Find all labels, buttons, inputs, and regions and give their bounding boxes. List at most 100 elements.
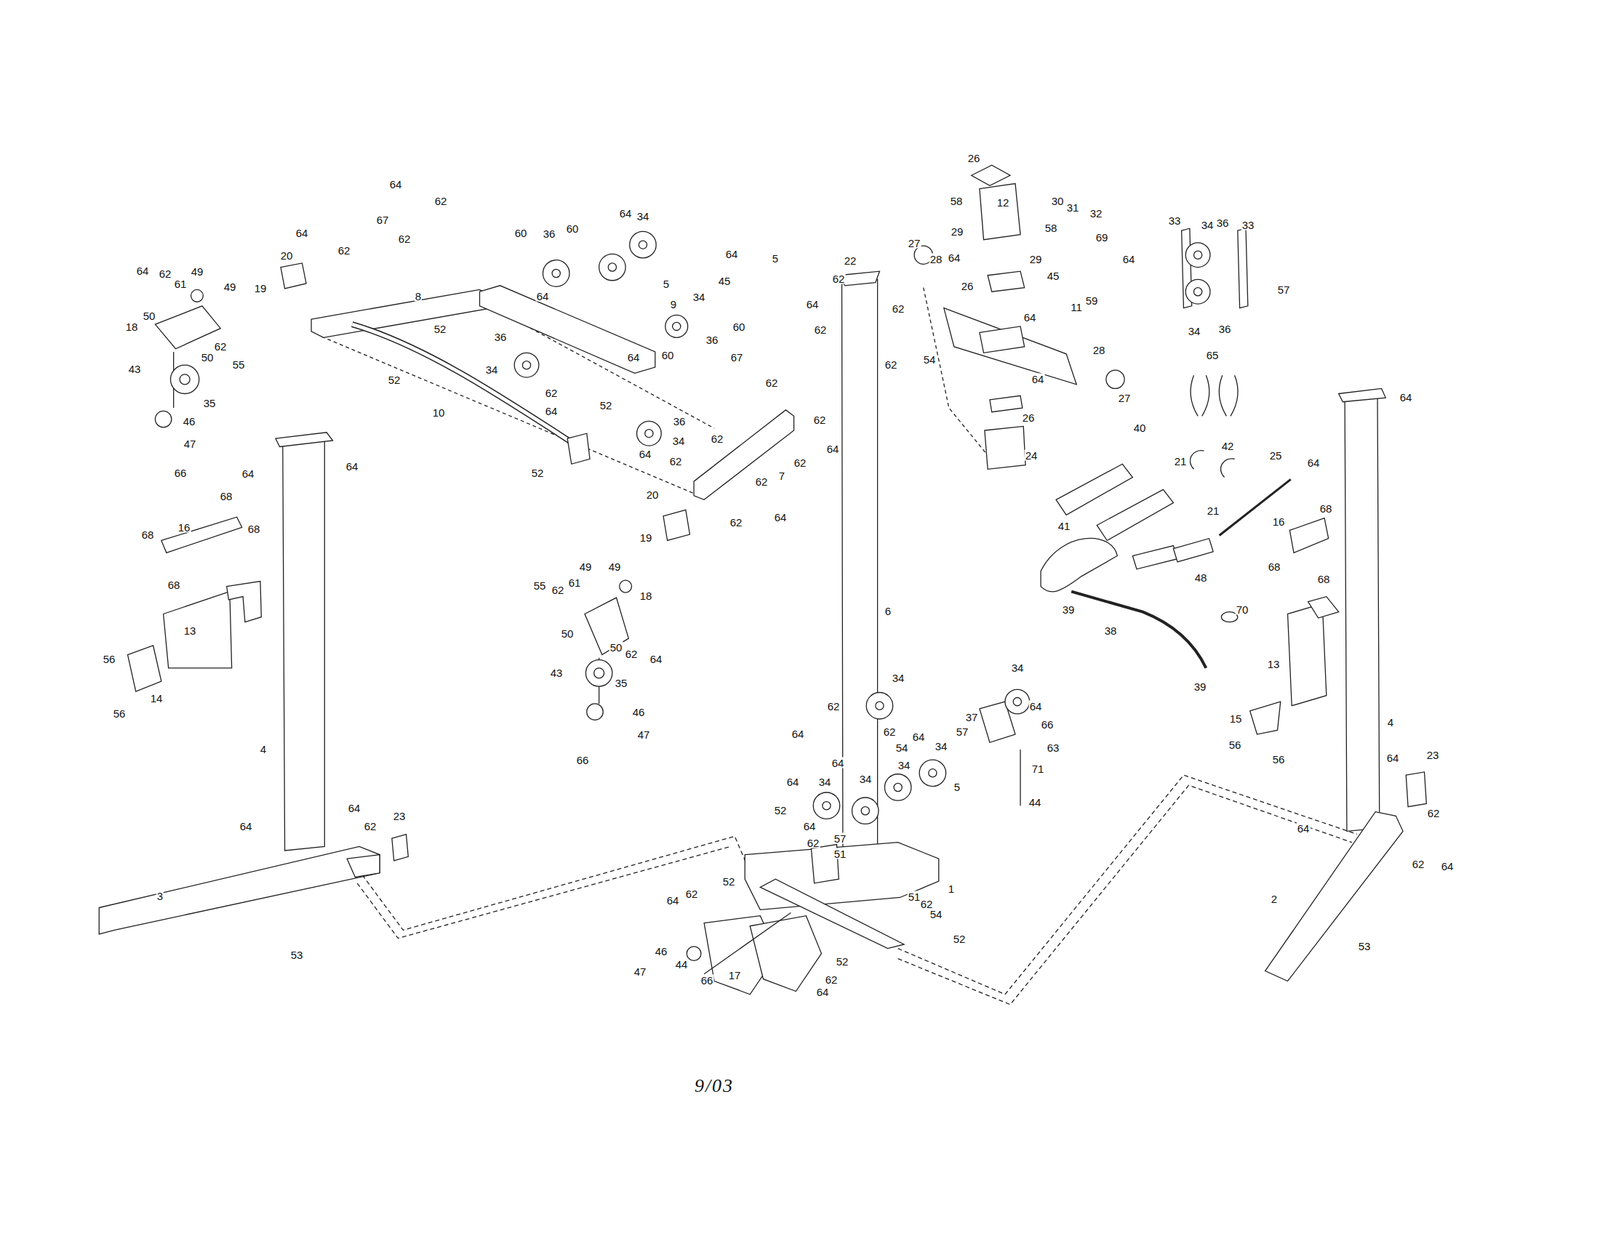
frame-part (1237, 228, 1248, 308)
callout-number: 62 (793, 457, 808, 469)
callout-number: 4 (1386, 717, 1395, 728)
callout-number: 68 (167, 579, 182, 591)
frame-part (1013, 698, 1022, 707)
frame-part (989, 395, 1023, 412)
frame-part (944, 308, 1077, 385)
frame-part (154, 306, 221, 350)
callout-number: 59 (1085, 295, 1099, 307)
callout-number: 20 (645, 489, 660, 501)
frame-part (346, 855, 380, 878)
frame-part (1056, 464, 1133, 515)
callout-number: 64 (773, 512, 788, 523)
frame-part (282, 440, 326, 851)
frame-part (608, 263, 616, 272)
callout-number: 62 (920, 898, 934, 910)
callout-number: 63 (1046, 742, 1061, 754)
callout-number: 54 (929, 909, 944, 920)
callout-number: 56 (102, 653, 117, 665)
callout-number: 36 (493, 331, 508, 343)
frame-part (1185, 279, 1211, 304)
callout-number: 60 (661, 349, 675, 361)
frame-part (1005, 689, 1030, 715)
callout-number: 3 (156, 890, 164, 902)
callout-number: 64 (1296, 823, 1311, 835)
frame-part (1289, 518, 1328, 554)
callout-number: 50 (560, 628, 575, 640)
callout-number: 26 (967, 152, 982, 164)
frame-part (154, 231, 1211, 961)
callout-number: 64 (802, 821, 817, 832)
callout-number: 13 (183, 625, 198, 637)
frame-part (357, 846, 731, 939)
callout-number: 58 (1044, 222, 1059, 234)
callout-number: 12 (996, 197, 1011, 208)
callout-number: 60 (732, 321, 747, 333)
callout-number: 43 (549, 667, 564, 679)
callout-number: 28 (929, 253, 944, 265)
callout-number: 11 (1069, 301, 1083, 313)
callout-number: 64 (947, 252, 962, 264)
callout-number: 62 (891, 303, 906, 315)
frame-part (594, 668, 605, 679)
callout-number: 36 (705, 334, 720, 346)
frame-part (1265, 812, 1403, 982)
callout-number: 35 (614, 677, 629, 689)
frame-part (567, 433, 590, 464)
frame-part (979, 184, 1021, 240)
frame-part (665, 314, 688, 338)
callout-number: 29 (950, 226, 965, 238)
callout-number: 62 (824, 974, 839, 986)
callout-number: 51 (833, 848, 848, 860)
frame-part (128, 645, 162, 692)
callout-number: 10 (432, 407, 446, 419)
frame-part (813, 792, 840, 819)
callout-number: 17 (728, 970, 742, 982)
callout-number: 64 (831, 757, 846, 769)
callout-number: 22 (843, 255, 858, 267)
callout-number: 37 (965, 712, 979, 723)
callout-number: 68 (247, 523, 262, 535)
callout-number: 62 (826, 701, 841, 712)
callout-number: 64 (1029, 701, 1043, 712)
callout-number: 26 (1021, 412, 1036, 424)
callout-number: 34 (897, 760, 912, 771)
callout-number: 51 (907, 891, 922, 903)
callout-number: 64 (239, 821, 254, 832)
callout-number: 38 (1104, 625, 1118, 637)
callout-number: 68 (141, 529, 155, 541)
callout-number: 50 (142, 310, 157, 322)
callout-number: 62 (765, 377, 779, 389)
callout-number: 62 (434, 195, 448, 207)
callout-number: 62 (363, 821, 378, 832)
callout-number: 36 (1216, 217, 1230, 229)
callout-number: 52 (433, 323, 448, 335)
callout-number: 14 (149, 693, 164, 704)
callout-number: 64 (1306, 457, 1321, 469)
callout-number: 64 (1031, 373, 1046, 385)
callout-number: 49 (578, 561, 593, 573)
callout-number: 44 (674, 959, 689, 971)
callout-number: 64 (347, 802, 362, 814)
frame-part (275, 432, 334, 448)
frame-part (352, 324, 582, 449)
callout-number: 34 (636, 210, 651, 222)
frame-part (749, 916, 822, 992)
callout-number: 34 (1010, 662, 1025, 674)
callout-number: 54 (895, 742, 910, 754)
frame-part (987, 271, 1025, 292)
frame-part (392, 834, 408, 862)
frame-part (586, 704, 603, 720)
callout-number: 18 (639, 590, 654, 602)
callout-number: 52 (722, 876, 736, 888)
callout-number: 42 (1221, 440, 1235, 452)
frame-part (1096, 489, 1174, 541)
callout-number: 39 (1193, 681, 1208, 693)
frame-part (352, 324, 582, 449)
frame-part (191, 289, 204, 302)
frame-part (1308, 597, 1339, 619)
frame-part (522, 361, 531, 370)
frame-part (645, 429, 654, 438)
callout-number: 50 (609, 642, 624, 654)
callout-number: 31 (1066, 202, 1080, 214)
callout-number: 60 (514, 227, 528, 239)
